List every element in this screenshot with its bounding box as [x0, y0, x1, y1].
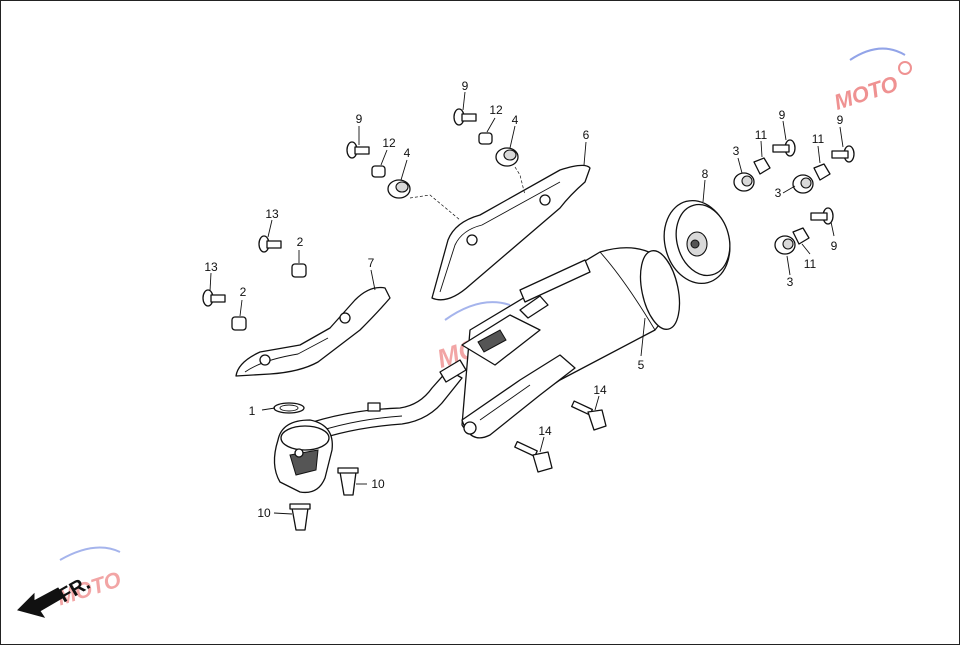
bolt-14-lower — [514, 440, 553, 473]
label-part-14-upper: 14 — [593, 383, 607, 397]
grommet-3-mid — [792, 174, 814, 194]
label-part-11-top: 11 — [755, 128, 768, 142]
bolt-14-upper — [571, 400, 607, 431]
grommet-4-left — [387, 179, 411, 199]
label-part-9-mid: 9 — [462, 79, 469, 93]
front-direction-marker: FR. — [17, 572, 94, 618]
label-part-9-right-2: 9 — [837, 113, 844, 127]
bolt-9-left — [346, 141, 370, 159]
assembly-line-left — [409, 194, 461, 221]
spacer-12-left — [371, 165, 386, 178]
label-part-4-mid: 4 — [512, 113, 519, 127]
label-part-12-mid: 12 — [489, 103, 503, 117]
exhaust-pipe — [273, 359, 467, 494]
collar-2-upper — [291, 263, 307, 278]
spacer-12-mid — [478, 132, 493, 145]
label-part-10-left: 10 — [257, 506, 271, 520]
label-part-11-mid: 11 — [812, 132, 825, 146]
label-part-13-lower: 13 — [204, 260, 218, 274]
label-part-3-top: 3 — [733, 144, 740, 158]
label-part-12-left: 12 — [382, 136, 396, 150]
grommet-3-bottom — [774, 235, 796, 255]
watermark-top-right: MOTO — [831, 47, 912, 115]
gasket — [273, 402, 305, 414]
front-arrow-icon — [17, 587, 65, 618]
label-part-4-left: 4 — [404, 146, 411, 160]
label-part-3-mid: 3 — [775, 186, 782, 200]
leader-lines — [209, 91, 844, 515]
label-part-8: 8 — [702, 167, 709, 181]
label-part-9-right-1: 9 — [779, 108, 786, 122]
grommet-3-top — [733, 172, 755, 192]
label-part-7: 7 — [368, 256, 375, 270]
label-part-3-bottom: 3 — [787, 275, 794, 289]
label-part-9-left: 9 — [356, 112, 363, 126]
svg-text:MOTO: MOTO — [831, 71, 901, 115]
muffler-end-cap — [663, 199, 731, 285]
label-part-5: 5 — [638, 358, 645, 372]
label-part-6: 6 — [583, 128, 590, 142]
label-part-10-right: 10 — [371, 477, 385, 491]
clip-10-right — [337, 467, 359, 496]
label-part-1: 1 — [249, 404, 256, 418]
bolt-13-lower — [202, 289, 226, 307]
label-part-13-upper: 13 — [265, 207, 279, 221]
bolt-9-right-3 — [810, 207, 834, 225]
clip-10-left — [289, 503, 311, 531]
bolt-9-right-2 — [831, 145, 855, 163]
label-part-2-lower: 2 — [240, 285, 247, 299]
bolt-9-right-1 — [772, 139, 796, 157]
grommet-4-mid — [495, 147, 519, 167]
label-part-14-lower: 14 — [538, 424, 552, 438]
label-part-11-bottom: 11 — [804, 257, 817, 271]
bolt-9-mid — [453, 108, 477, 126]
part-number-labels: 1 2 2 3 3 3 4 4 5 6 7 8 9 9 9 9 9 10 10 … — [204, 79, 843, 520]
muffler-body — [461, 247, 681, 439]
heat-shield-lower — [235, 286, 391, 377]
heat-shield-upper — [431, 164, 591, 301]
collar-11-bottom — [792, 227, 810, 245]
label-part-9-right-3: 9 — [831, 239, 838, 253]
collar-2-lower — [231, 316, 247, 331]
collar-11-mid — [813, 163, 831, 181]
label-part-2-upper: 2 — [297, 235, 304, 249]
collar-11-top — [753, 157, 771, 175]
bolt-13-upper — [258, 235, 282, 253]
